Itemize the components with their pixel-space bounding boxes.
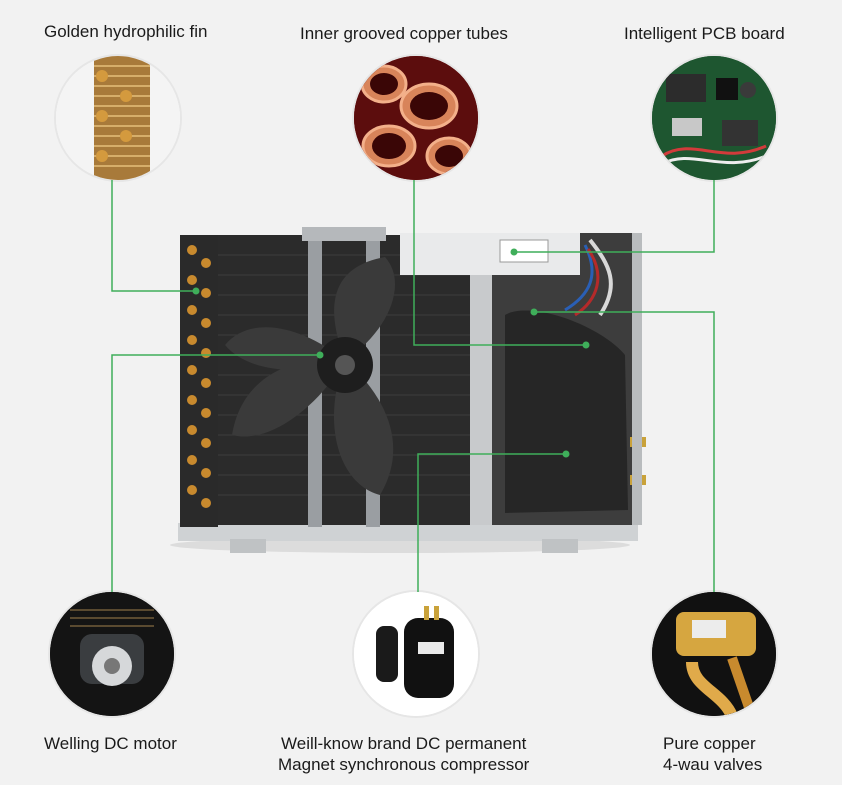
copper-valves-detail-image (652, 592, 776, 716)
pcb-detail-image (652, 56, 776, 180)
leader-line-fin (111, 180, 196, 292)
leader-dot-compressor (562, 450, 570, 458)
label-valves-line2: 4-wau valves (663, 755, 763, 774)
dc-motor-detail-image (50, 592, 174, 716)
fin-detail-image (56, 56, 180, 180)
label-valves-line1: Pure copper (663, 734, 756, 753)
leader-dot-fin (192, 287, 200, 295)
label-compressor-line1: Weill-know brand DC permanent (281, 734, 527, 753)
leader-dot-valves (530, 308, 538, 316)
leader-line-motor (111, 354, 320, 592)
leader-line-compressor (417, 453, 566, 592)
label-inner-grooved-copper-tubes: Inner grooved copper tubes (300, 24, 508, 43)
leader-line-valves (534, 311, 715, 592)
leader-line-pcb (514, 180, 715, 253)
label-golden-hydrophilic-fin: Golden hydrophilic fin (44, 22, 208, 41)
leader-dot-tubes (582, 341, 590, 349)
label-welling-dc-motor: Welling DC motor (44, 734, 177, 753)
label-intelligent-pcb-board: Intelligent PCB board (624, 24, 785, 43)
leader-dot-pcb (510, 248, 518, 256)
outdoor-unit-image (170, 205, 650, 555)
label-compressor-line2: Magnet synchronous compressor (278, 755, 530, 774)
leader-dot-motor (316, 351, 324, 359)
compressor-detail-image (354, 592, 478, 716)
leader-line-tubes (413, 180, 586, 346)
